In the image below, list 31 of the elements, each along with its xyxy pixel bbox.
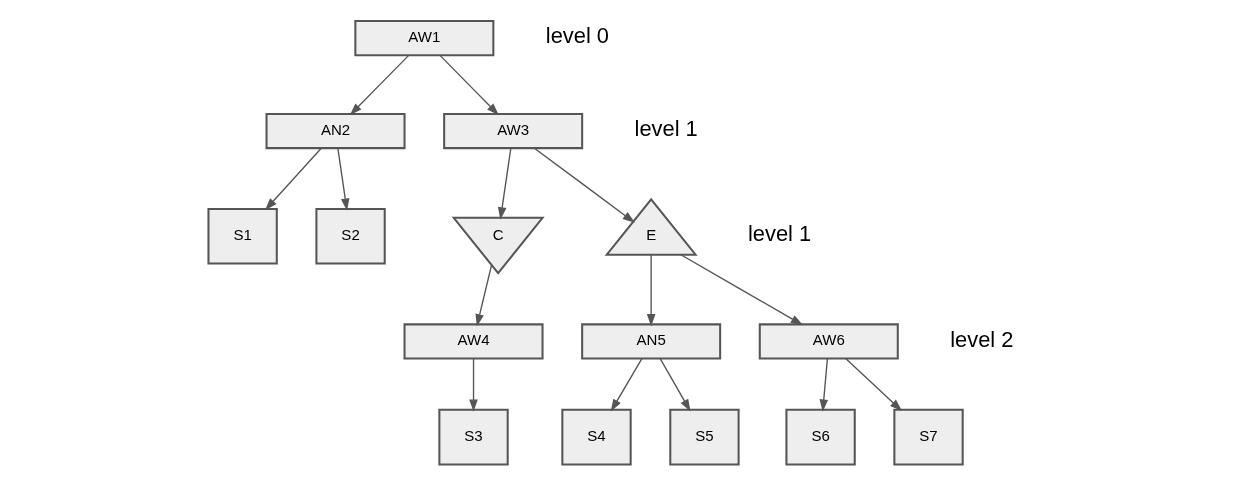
label: level 1 xyxy=(634,116,698,142)
label: level 1 xyxy=(747,221,811,247)
arrow xyxy=(336,147,349,211)
arrow xyxy=(475,264,492,327)
arrow xyxy=(439,54,499,116)
arrow xyxy=(497,147,511,220)
arrow xyxy=(659,357,691,412)
arrow xyxy=(264,147,322,211)
node-box: S4 xyxy=(560,408,632,466)
node-box: AN5 xyxy=(580,323,721,360)
node-box: AW3 xyxy=(442,112,583,150)
node-box: AW6 xyxy=(758,323,899,360)
arrow xyxy=(468,357,478,412)
node-box: S2 xyxy=(314,207,386,265)
node-box: S1 xyxy=(206,207,278,265)
label: level 2 xyxy=(949,326,1013,352)
arrow xyxy=(844,357,902,412)
node-box: S3 xyxy=(437,408,509,466)
node-box: S5 xyxy=(668,408,740,466)
node-box: AN2 xyxy=(265,112,406,150)
node-box: AW1 xyxy=(353,20,494,57)
node-box: S7 xyxy=(892,408,964,466)
arrow xyxy=(646,254,655,327)
arrow xyxy=(819,357,828,412)
label: level 0 xyxy=(545,23,609,49)
arrow xyxy=(349,54,409,116)
arrow xyxy=(679,254,803,326)
arrow xyxy=(610,357,643,412)
node-box: S6 xyxy=(784,408,856,466)
node-box: AW4 xyxy=(403,323,544,360)
arrow xyxy=(533,147,635,223)
